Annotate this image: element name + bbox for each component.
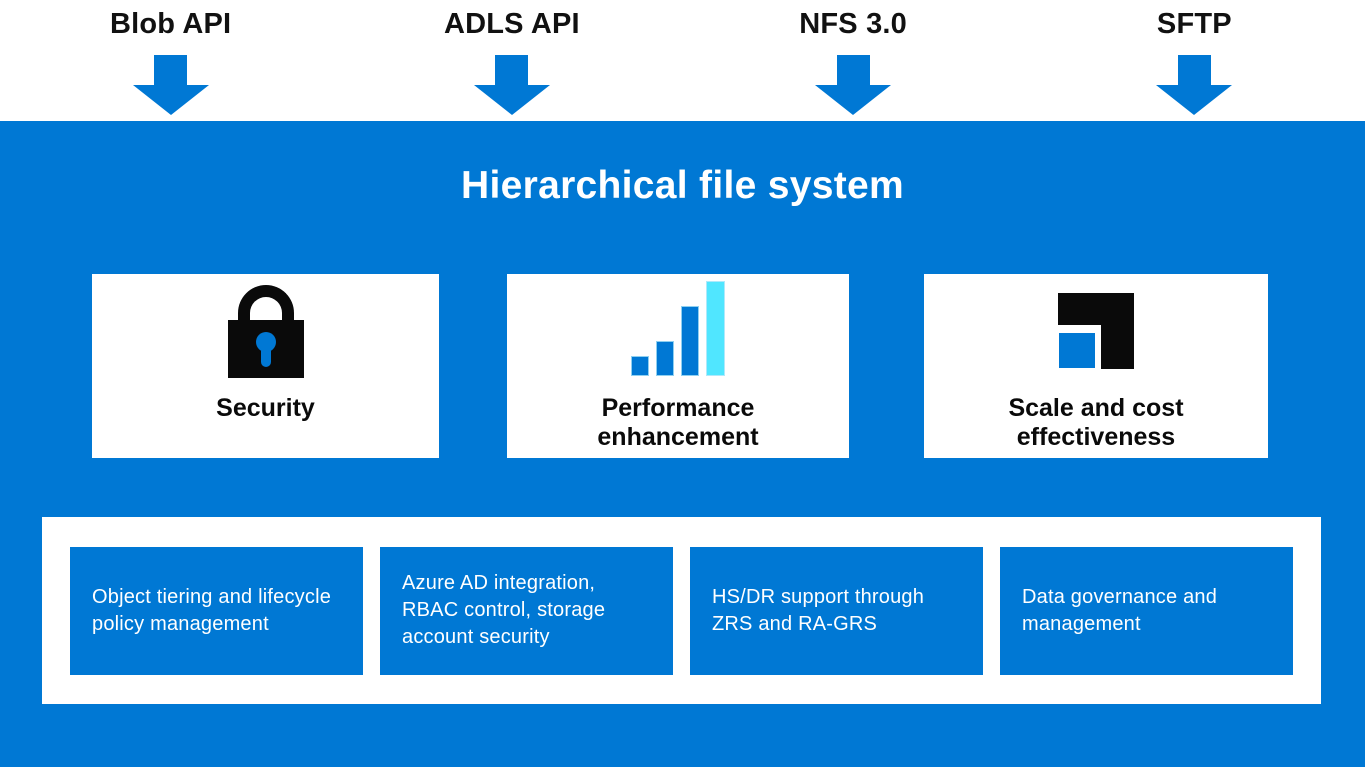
scale-black-square	[1101, 293, 1134, 369]
capability-box-tiering: Object tiering and lifecycle policy mana…	[70, 546, 363, 675]
arrow-stem	[1177, 55, 1211, 85]
icon-wrap	[631, 274, 725, 378]
arrow-head	[132, 85, 209, 115]
capability-band: Object tiering and lifecycle policy mana…	[42, 517, 1321, 704]
arrow-stem	[836, 55, 870, 85]
scale-blue-square	[1059, 333, 1095, 368]
bar	[656, 341, 674, 376]
bar	[631, 356, 649, 376]
bar	[681, 306, 699, 376]
api-blob: Blob API	[0, 0, 341, 121]
arrow-head	[815, 85, 892, 115]
lock-icon	[227, 285, 304, 378]
api-sftp: SFTP	[1024, 0, 1365, 121]
api-nfs: NFS 3.0	[683, 0, 1024, 121]
scale-squares-icon	[1058, 293, 1134, 369]
icon-wrap	[227, 274, 304, 378]
api-label-blob: Blob API	[109, 8, 232, 40]
icon-wrap	[1058, 274, 1134, 378]
api-label-sftp: SFTP	[1156, 8, 1232, 40]
keyhole-stem	[260, 346, 271, 367]
feature-label-scale: Scale and cost effectiveness	[1008, 394, 1184, 451]
capability-text: Object tiering and lifecycle policy mana…	[92, 585, 332, 635]
hierarchical-file-system-panel: Hierarchical file system Security	[0, 121, 1365, 767]
arrow-head	[473, 85, 550, 115]
capability-text: Azure AD integration, RBAC control, stor…	[402, 572, 606, 648]
feature-card-security: Security	[92, 274, 439, 458]
api-adls: ADLS API	[341, 0, 682, 121]
lock-body	[227, 320, 304, 378]
api-row: Blob API ADLS API NFS 3.0 SFTP	[0, 0, 1365, 121]
feature-card-scale: Scale and cost effectiveness	[924, 274, 1268, 458]
feature-card-performance: Performance enhancement	[507, 274, 849, 458]
arrow-stem	[154, 55, 188, 85]
arrow-head	[1156, 85, 1233, 115]
capability-box-governance: Data governance and management	[1000, 546, 1293, 675]
feature-label-security: Security	[216, 394, 315, 422]
bar-chart-icon	[631, 281, 725, 376]
arrow-stem	[495, 55, 529, 85]
capability-text: Data governance and management	[1022, 585, 1218, 635]
down-arrow-icon	[473, 55, 550, 115]
down-arrow-icon	[132, 55, 209, 115]
capability-box-aad: Azure AD integration, RBAC control, stor…	[380, 546, 673, 675]
api-label-adls: ADLS API	[443, 8, 580, 40]
bar-highlight	[706, 281, 725, 376]
capability-text: HS/DR support through ZRS and RA-GRS	[712, 585, 925, 635]
down-arrow-icon	[1156, 55, 1233, 115]
feature-label-performance: Performance enhancement	[597, 394, 759, 451]
down-arrow-icon	[815, 55, 892, 115]
capability-box-hsdr: HS/DR support through ZRS and RA-GRS	[690, 546, 983, 675]
keyhole	[255, 332, 276, 352]
api-label-nfs: NFS 3.0	[799, 8, 908, 40]
panel-title: Hierarchical file system	[461, 164, 904, 207]
